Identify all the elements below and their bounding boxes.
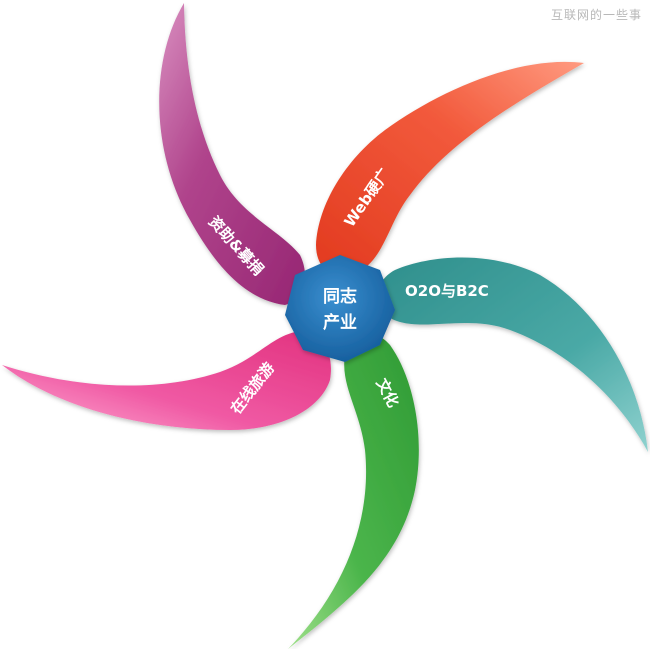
petal-label-o2o: O2O与B2C [405, 282, 489, 300]
petal-travel [2, 331, 331, 430]
petal-o2o [377, 257, 648, 452]
center-node: 同志 产业 [285, 255, 395, 362]
watermark: 互联网的一些事 [550, 8, 642, 22]
petal-funding [159, 3, 305, 305]
petal-culture [288, 332, 419, 649]
center-label-line1: 同志 [323, 286, 357, 307]
center-label-line2: 产业 [323, 312, 357, 333]
petal-web [316, 61, 584, 277]
